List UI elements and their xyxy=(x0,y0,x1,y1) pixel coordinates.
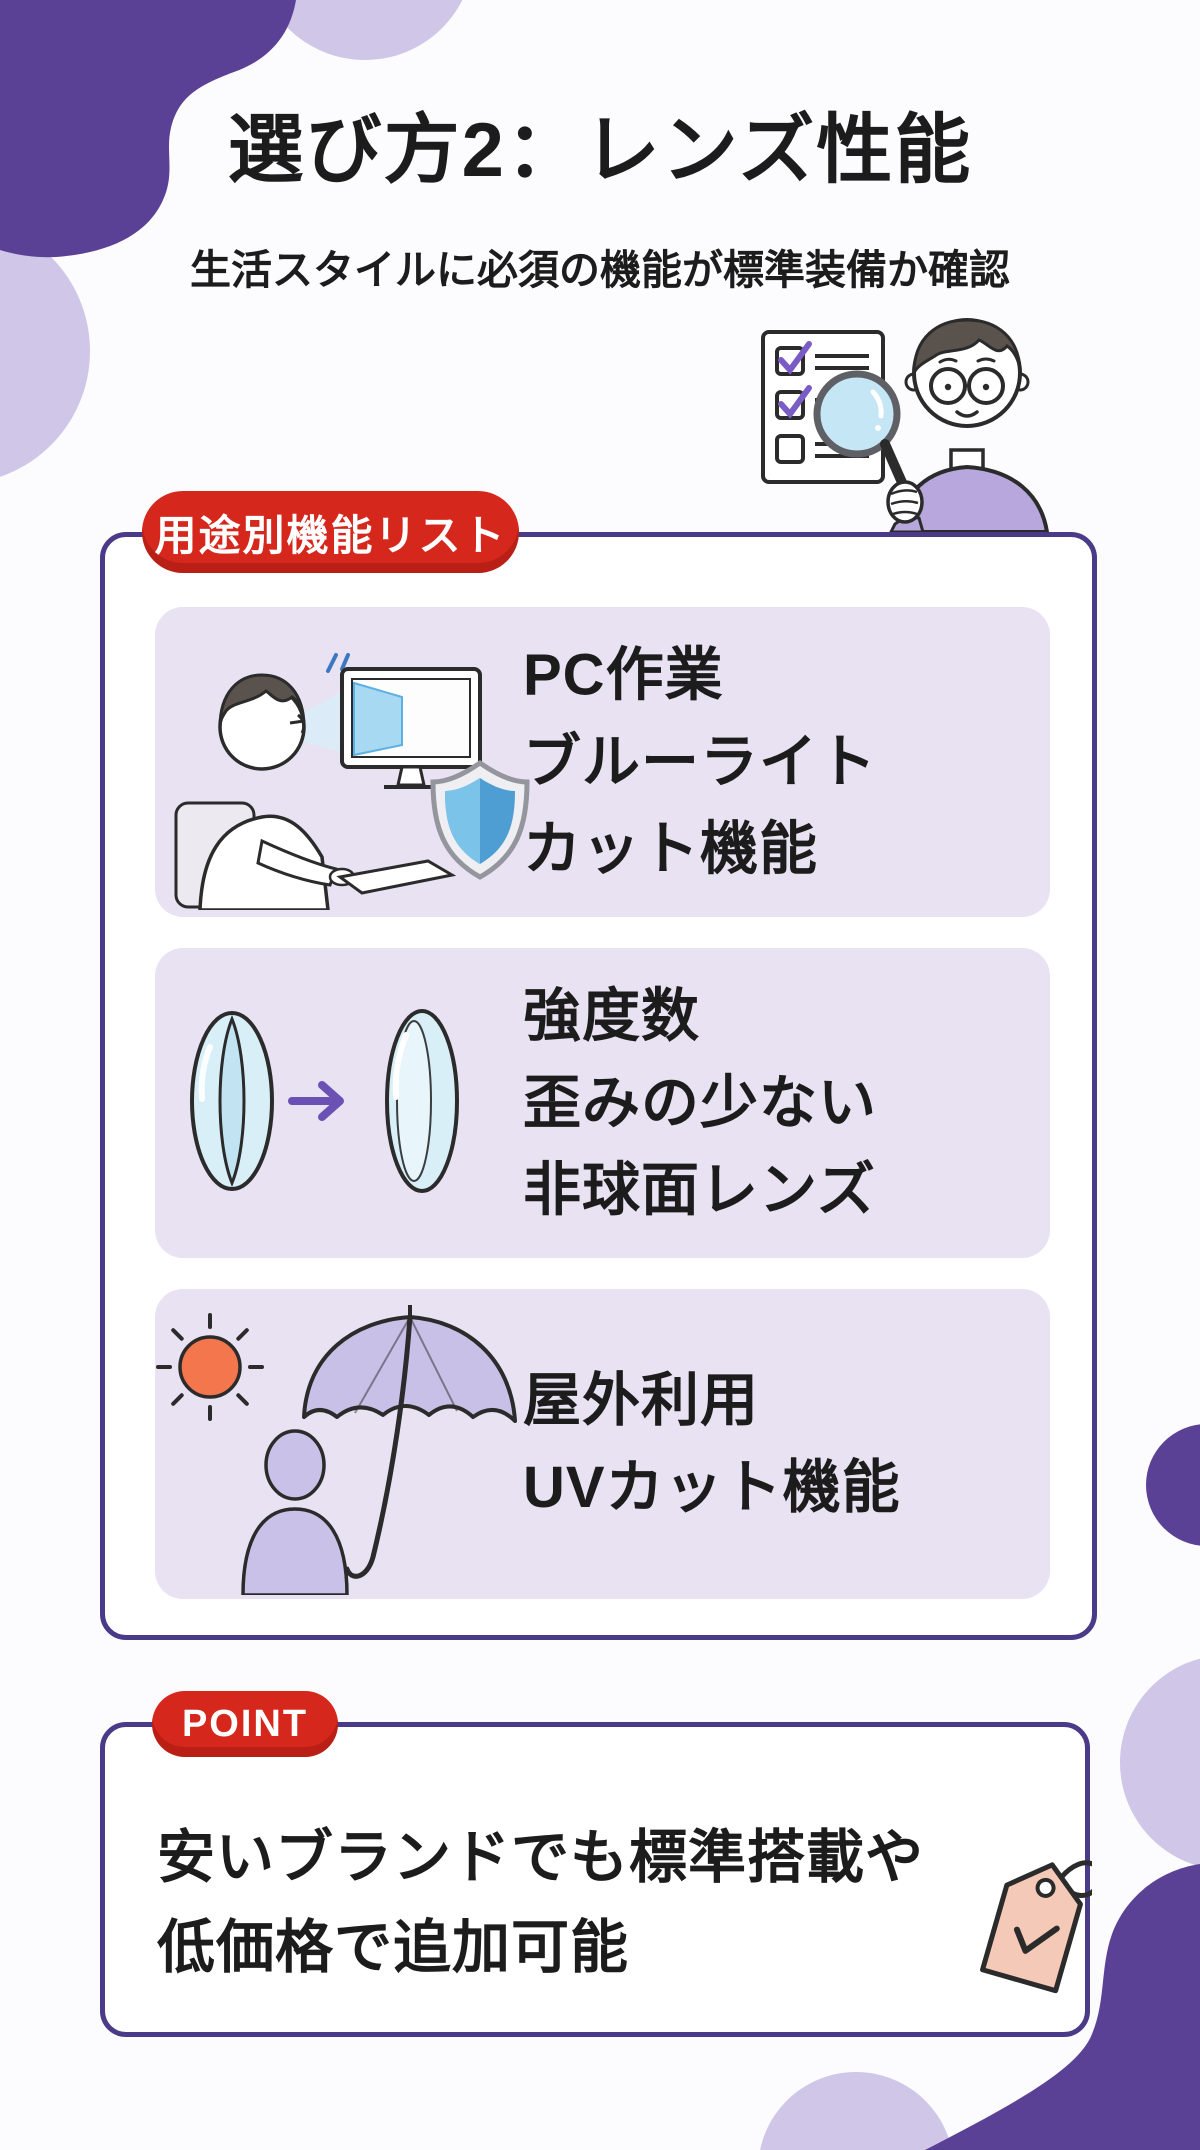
point-box: POINT 安いブランドでも標準搭載や 低価格で追加可能 xyxy=(100,1691,1092,2037)
card-line: 強度数 xyxy=(523,983,701,1049)
feature-list-box: 用途別機能リスト xyxy=(100,491,1097,1640)
feature-card-lens-text: 強度数 歪みの少ない 非球面レンズ xyxy=(523,973,877,1234)
purple-blob-top-left xyxy=(0,0,296,258)
checklist-inspection-illustration xyxy=(761,318,1050,532)
price-tag-icon xyxy=(980,1860,1092,1994)
card-line: 屋外利用 xyxy=(523,1368,760,1433)
feature-card-outdoor: 屋外利用 UVカット機能 xyxy=(155,1289,1050,1599)
card-line: カット機能 xyxy=(523,816,819,882)
aspheric-lens-illustration xyxy=(190,1009,459,1193)
outdoor-uv-illustration xyxy=(156,1305,517,1595)
card-line: PC作業 xyxy=(523,642,724,708)
point-badge-label: POINT xyxy=(181,1702,309,1745)
purple-blob-bottom-right xyxy=(925,1864,1200,2150)
card-line: UVカット機能 xyxy=(523,1455,901,1520)
feature-card-pc-text: PC作業 ブルーライト カット機能 xyxy=(523,632,877,893)
feature-list-badge: 用途別機能リスト xyxy=(142,491,519,573)
feature-card-lens: 強度数 歪みの少ない 非球面レンズ xyxy=(155,948,1050,1258)
point-line: 安いブランドでも標準搭載や xyxy=(157,1825,925,1890)
card-line: ブルーライト xyxy=(523,729,878,795)
page-subtitle: 生活スタイルに必須の機能が標準装備か確認 xyxy=(190,247,1010,293)
point-line: 低価格で追加可能 xyxy=(157,1914,630,1980)
page-title: 選び方2：レンズ性能 xyxy=(227,108,973,193)
point-text: 安いブランドでも標準搭載や 低価格で追加可能 xyxy=(157,1813,924,1993)
pc-bluelight-illustration xyxy=(174,653,530,910)
purple-blob-right-edge xyxy=(1146,1424,1200,1546)
feature-card-pc: PC作業 ブルーライト カット機能 xyxy=(155,607,1050,917)
feature-card-outdoor-text: 屋外利用 UVカット機能 xyxy=(523,1357,901,1531)
point-badge: POINT xyxy=(152,1691,338,1757)
lavender-blob-right-lower xyxy=(1120,1655,1200,1870)
feature-list-badge-label: 用途別機能リスト xyxy=(154,511,507,559)
card-line: 歪みの少ない xyxy=(523,1070,878,1136)
card-line: 非球面レンズ xyxy=(523,1157,876,1223)
